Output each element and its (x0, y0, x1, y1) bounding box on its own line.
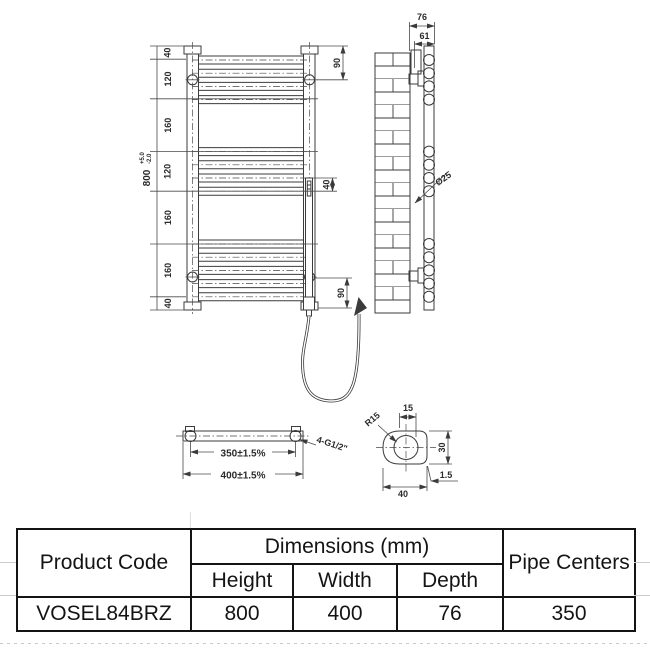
product-code-value: VOSEL84BRZ (16, 596, 192, 632)
radiator-side-profile (423, 45, 435, 311)
gridline-stub (0, 562, 16, 563)
spec-table-section: Product Code Dimensions (mm) Pipe Center… (16, 528, 637, 632)
left-connection-circle (184, 430, 197, 442)
svg-text:+5.0: +5.0 (140, 151, 146, 164)
gridline-stub (634, 562, 650, 563)
cable-arrowhead (354, 297, 367, 316)
power-cable (300, 297, 367, 403)
dim-tube-width: 40 (398, 489, 408, 499)
pipe-centers-value: 350 (502, 596, 637, 632)
right-valve-connection (291, 426, 301, 432)
tube-end-circle (423, 80, 435, 93)
height-header: Height (190, 563, 294, 598)
bottom-plan-view: 350±1.5% 400±1.5% 4-G1/2" (176, 426, 349, 482)
height-value: 800 (190, 596, 294, 632)
width-header: Width (292, 563, 398, 598)
dim-center-offset: 15 (403, 403, 413, 413)
tube-end-circle (423, 251, 435, 264)
top-mount-stem (410, 49, 422, 75)
dim-wall-thickness: 1.5 (440, 470, 453, 480)
connection-leader (299, 439, 317, 446)
segment-dimension-labels: 40 120 160 120 160 160 40 (162, 48, 173, 309)
tube-end-circle (423, 264, 435, 277)
side-view-dimensions: 76 61 Ø25 (409, 12, 453, 204)
dim-element-offset: 40 (322, 180, 332, 190)
side-elevation-view: 76 61 Ø25 (374, 12, 453, 314)
tube-end-circle (423, 172, 435, 184)
dim-bracket-depth: 61 (419, 31, 429, 41)
dim-connections: 4-G1/2" (315, 434, 348, 453)
tube-end-circles (423, 54, 435, 303)
svg-text:160: 160 (163, 263, 173, 278)
dim-tube-diameter: Ø25 (433, 170, 453, 188)
tube-section-detail: 15 30 40 1.5 R15 (363, 403, 458, 499)
front-elevation-view (183, 42, 367, 403)
tube-end-circle (423, 185, 435, 198)
tube-bars (192, 55, 310, 302)
gridline-dashed (0, 643, 650, 644)
element-plug (303, 296, 315, 311)
brick-wall (374, 52, 411, 314)
dimension-chain-ticks (150, 45, 337, 311)
tube-bore-circle (393, 435, 419, 460)
electric-element (303, 177, 315, 317)
detail-dimensions: 15 30 40 1.5 R15 (363, 403, 458, 499)
tube-end-circle (423, 238, 435, 250)
front-view-dimensions: 90 40 90 40 120 160 120 160 160 40 800 +… (140, 45, 352, 311)
upper-bracket-arm (417, 70, 425, 87)
element-cable-neck (306, 309, 312, 317)
lower-bracket-arm (417, 267, 425, 284)
svg-text:800: 800 (142, 169, 153, 186)
radius-leader (377, 424, 397, 443)
gridline-stub (190, 512, 191, 528)
technical-drawing: 90 40 90 40 120 160 120 160 160 40 800 +… (140, 12, 458, 499)
svg-text:120: 120 (163, 71, 173, 86)
dim-top-offset: 90 (332, 58, 342, 68)
overall-height-dimension: 800 +5.0 -2.0 (140, 151, 153, 186)
tube-end-circle (423, 158, 435, 171)
svg-text:160: 160 (163, 118, 173, 133)
svg-text:-2.0: -2.0 (147, 153, 153, 164)
diameter-leader (414, 170, 450, 204)
spec-table: Product Code Dimensions (mm) Pipe Center… (16, 528, 637, 632)
svg-text:160: 160 (163, 210, 173, 225)
tube-profile-outline (382, 430, 428, 465)
tube-end-circle (423, 290, 435, 303)
gridline-stub (634, 595, 650, 596)
table-row: VOSEL84BRZ 800 400 76 350 (16, 596, 637, 632)
dimensions-group-header: Dimensions (mm) (189, 528, 505, 565)
right-connection-circle (289, 430, 302, 442)
product-code-header: Product Code (16, 528, 192, 598)
svg-text:40: 40 (163, 298, 173, 308)
svg-text:40: 40 (162, 48, 172, 58)
dim-total-depth: 76 (417, 12, 427, 22)
left-valve-connection (185, 426, 195, 432)
dim-overall-width: 400±1.5% (221, 471, 266, 482)
depth-header: Depth (395, 563, 505, 598)
depth-value: 76 (395, 596, 505, 632)
dim-tube-height: 30 (437, 442, 447, 452)
gridline-stub (0, 595, 16, 596)
tube-end-circle (423, 145, 435, 158)
tube-end-circle (423, 54, 435, 66)
dim-bottom-offset: 90 (336, 288, 346, 298)
wall-bracket-marks (185, 74, 317, 283)
width-value: 400 (292, 596, 398, 632)
pipe-centers-header: Pipe Centers (502, 528, 637, 598)
tube-end-circle (423, 93, 435, 106)
tube-end-circle (423, 67, 435, 80)
dim-pipe-centers: 350±1.5% (221, 449, 266, 460)
tube-end-circle (423, 277, 435, 290)
svg-text:120: 120 (163, 164, 173, 179)
